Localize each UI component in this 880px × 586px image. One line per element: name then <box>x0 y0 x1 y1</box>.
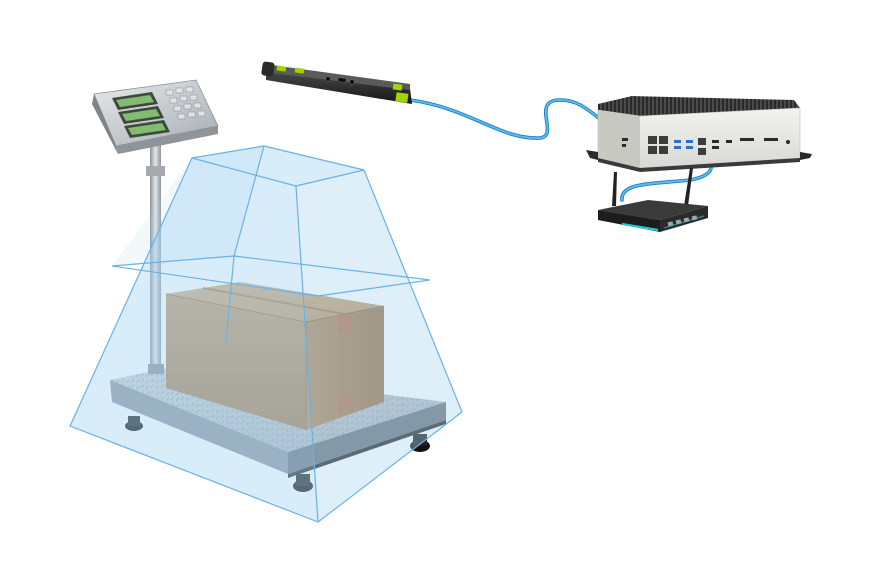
dimension-sensor <box>261 61 412 104</box>
industrial-pc-icon <box>586 96 812 172</box>
sensor-to-pc-cable <box>408 98 606 140</box>
scale-indicator <box>92 79 219 154</box>
measurement-volume <box>69 145 463 523</box>
package-icon <box>165 282 385 430</box>
depth-sensor-icon <box>261 61 412 104</box>
cardboard-box <box>165 282 385 430</box>
digital-display-icon <box>92 79 219 154</box>
router-icon <box>598 168 708 232</box>
edge-computer <box>586 96 812 172</box>
wifi-router <box>598 168 708 232</box>
